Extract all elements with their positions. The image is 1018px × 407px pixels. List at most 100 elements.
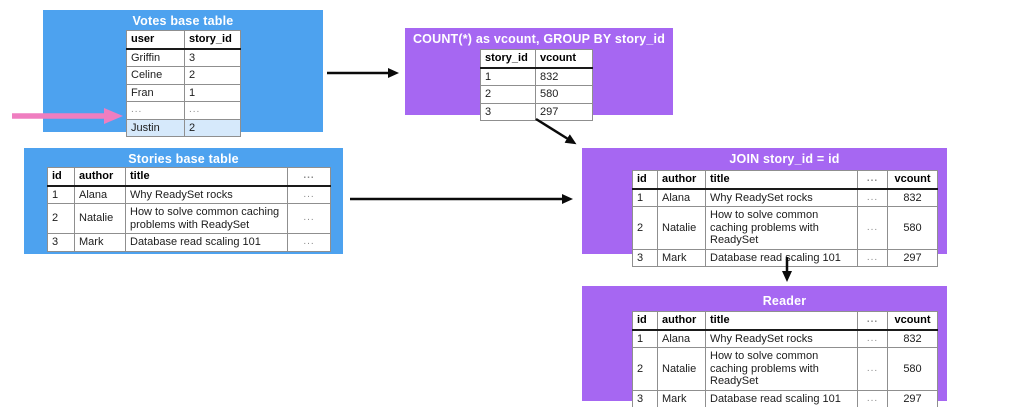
table-cell: ...: [287, 203, 331, 234]
column-header: author: [657, 170, 706, 190]
table-cell: How to solve common caching problems wit…: [125, 203, 288, 234]
table-cell: 297: [535, 102, 593, 121]
table-cell: Alana: [657, 188, 706, 207]
table-cell: 3: [47, 233, 75, 252]
column-header: author: [657, 311, 706, 331]
table-cell: Justin: [126, 118, 185, 137]
table-cell: ...: [857, 389, 888, 407]
table-cell: How to solve common caching problems wit…: [705, 206, 858, 250]
table-cell: 3: [632, 389, 658, 407]
table-cell: Fran: [126, 83, 185, 102]
column-header: title: [125, 167, 288, 187]
votes-box-title: Votes base table: [132, 14, 234, 28]
table-cell: Database read scaling 101: [705, 248, 858, 267]
table-cell: Griffin: [126, 48, 185, 67]
table-cell: ...: [126, 101, 185, 120]
column-header: id: [47, 167, 75, 187]
table-cell: 2: [184, 118, 241, 137]
column-header: title: [705, 311, 858, 331]
column-header: title: [705, 170, 858, 190]
column-header: vcount: [887, 170, 938, 190]
table-cell: Alana: [74, 185, 126, 204]
table-cell: ...: [857, 248, 888, 267]
table-cell: Mark: [657, 248, 706, 267]
count-to-join-arrow: [535, 117, 577, 145]
table-cell: Natalie: [74, 203, 126, 234]
table-cell: Why ReadySet rocks: [125, 185, 288, 204]
table-row: ......: [126, 101, 241, 120]
table-cell: 3: [480, 102, 536, 121]
table-cell: 832: [887, 329, 938, 348]
table-cell: Natalie: [657, 206, 706, 250]
table-cell: 3: [184, 48, 241, 67]
reader-box-title: Reader: [762, 294, 807, 308]
table-cell: 832: [535, 67, 593, 86]
table-cell: 1: [480, 67, 536, 86]
table-cell: Database read scaling 101: [705, 389, 858, 407]
table-cell: Celine: [126, 66, 185, 85]
column-header: id: [632, 311, 658, 331]
table-cell: 832: [887, 188, 938, 207]
table-cell: 2: [632, 206, 658, 250]
table-cell: ...: [287, 185, 331, 204]
table-cell: Mark: [74, 233, 126, 252]
table-cell: 3: [632, 248, 658, 267]
table-cell: Why ReadySet rocks: [705, 329, 858, 348]
table-cell: Natalie: [657, 347, 706, 391]
column-header: id: [632, 170, 658, 190]
table-cell: 1: [184, 83, 241, 102]
column-header: ...: [857, 311, 888, 331]
table-cell: 2: [480, 85, 536, 104]
count-box-title: COUNT(*) as vcount, GROUP BY story_id: [412, 32, 666, 46]
table-cell: ...: [287, 233, 331, 252]
table-cell: 2: [632, 347, 658, 391]
stories-box-title: Stories base table: [128, 152, 239, 166]
table-cell: How to solve common caching problems wit…: [705, 347, 858, 391]
table-cell: 1: [632, 329, 658, 348]
column-header: vcount: [887, 311, 938, 331]
table-cell: 580: [535, 85, 593, 104]
table-cell: Why ReadySet rocks: [705, 188, 858, 207]
column-header: user: [126, 30, 185, 50]
column-header: story_id: [480, 49, 536, 69]
column-header: story_id: [184, 30, 241, 50]
table-cell: ...: [857, 347, 888, 391]
table-cell: ...: [857, 329, 888, 348]
table-cell: ...: [857, 188, 888, 207]
count-group-by-box: COUNT(*) as vcount, GROUP BY story_id st…: [405, 28, 673, 121]
table-cell: 580: [887, 206, 938, 250]
table-cell: ...: [857, 206, 888, 250]
join-box-title: JOIN story_id = id: [729, 152, 840, 166]
table-cell: Mark: [657, 389, 706, 407]
column-header: author: [74, 167, 126, 187]
table-cell: ...: [184, 101, 241, 120]
